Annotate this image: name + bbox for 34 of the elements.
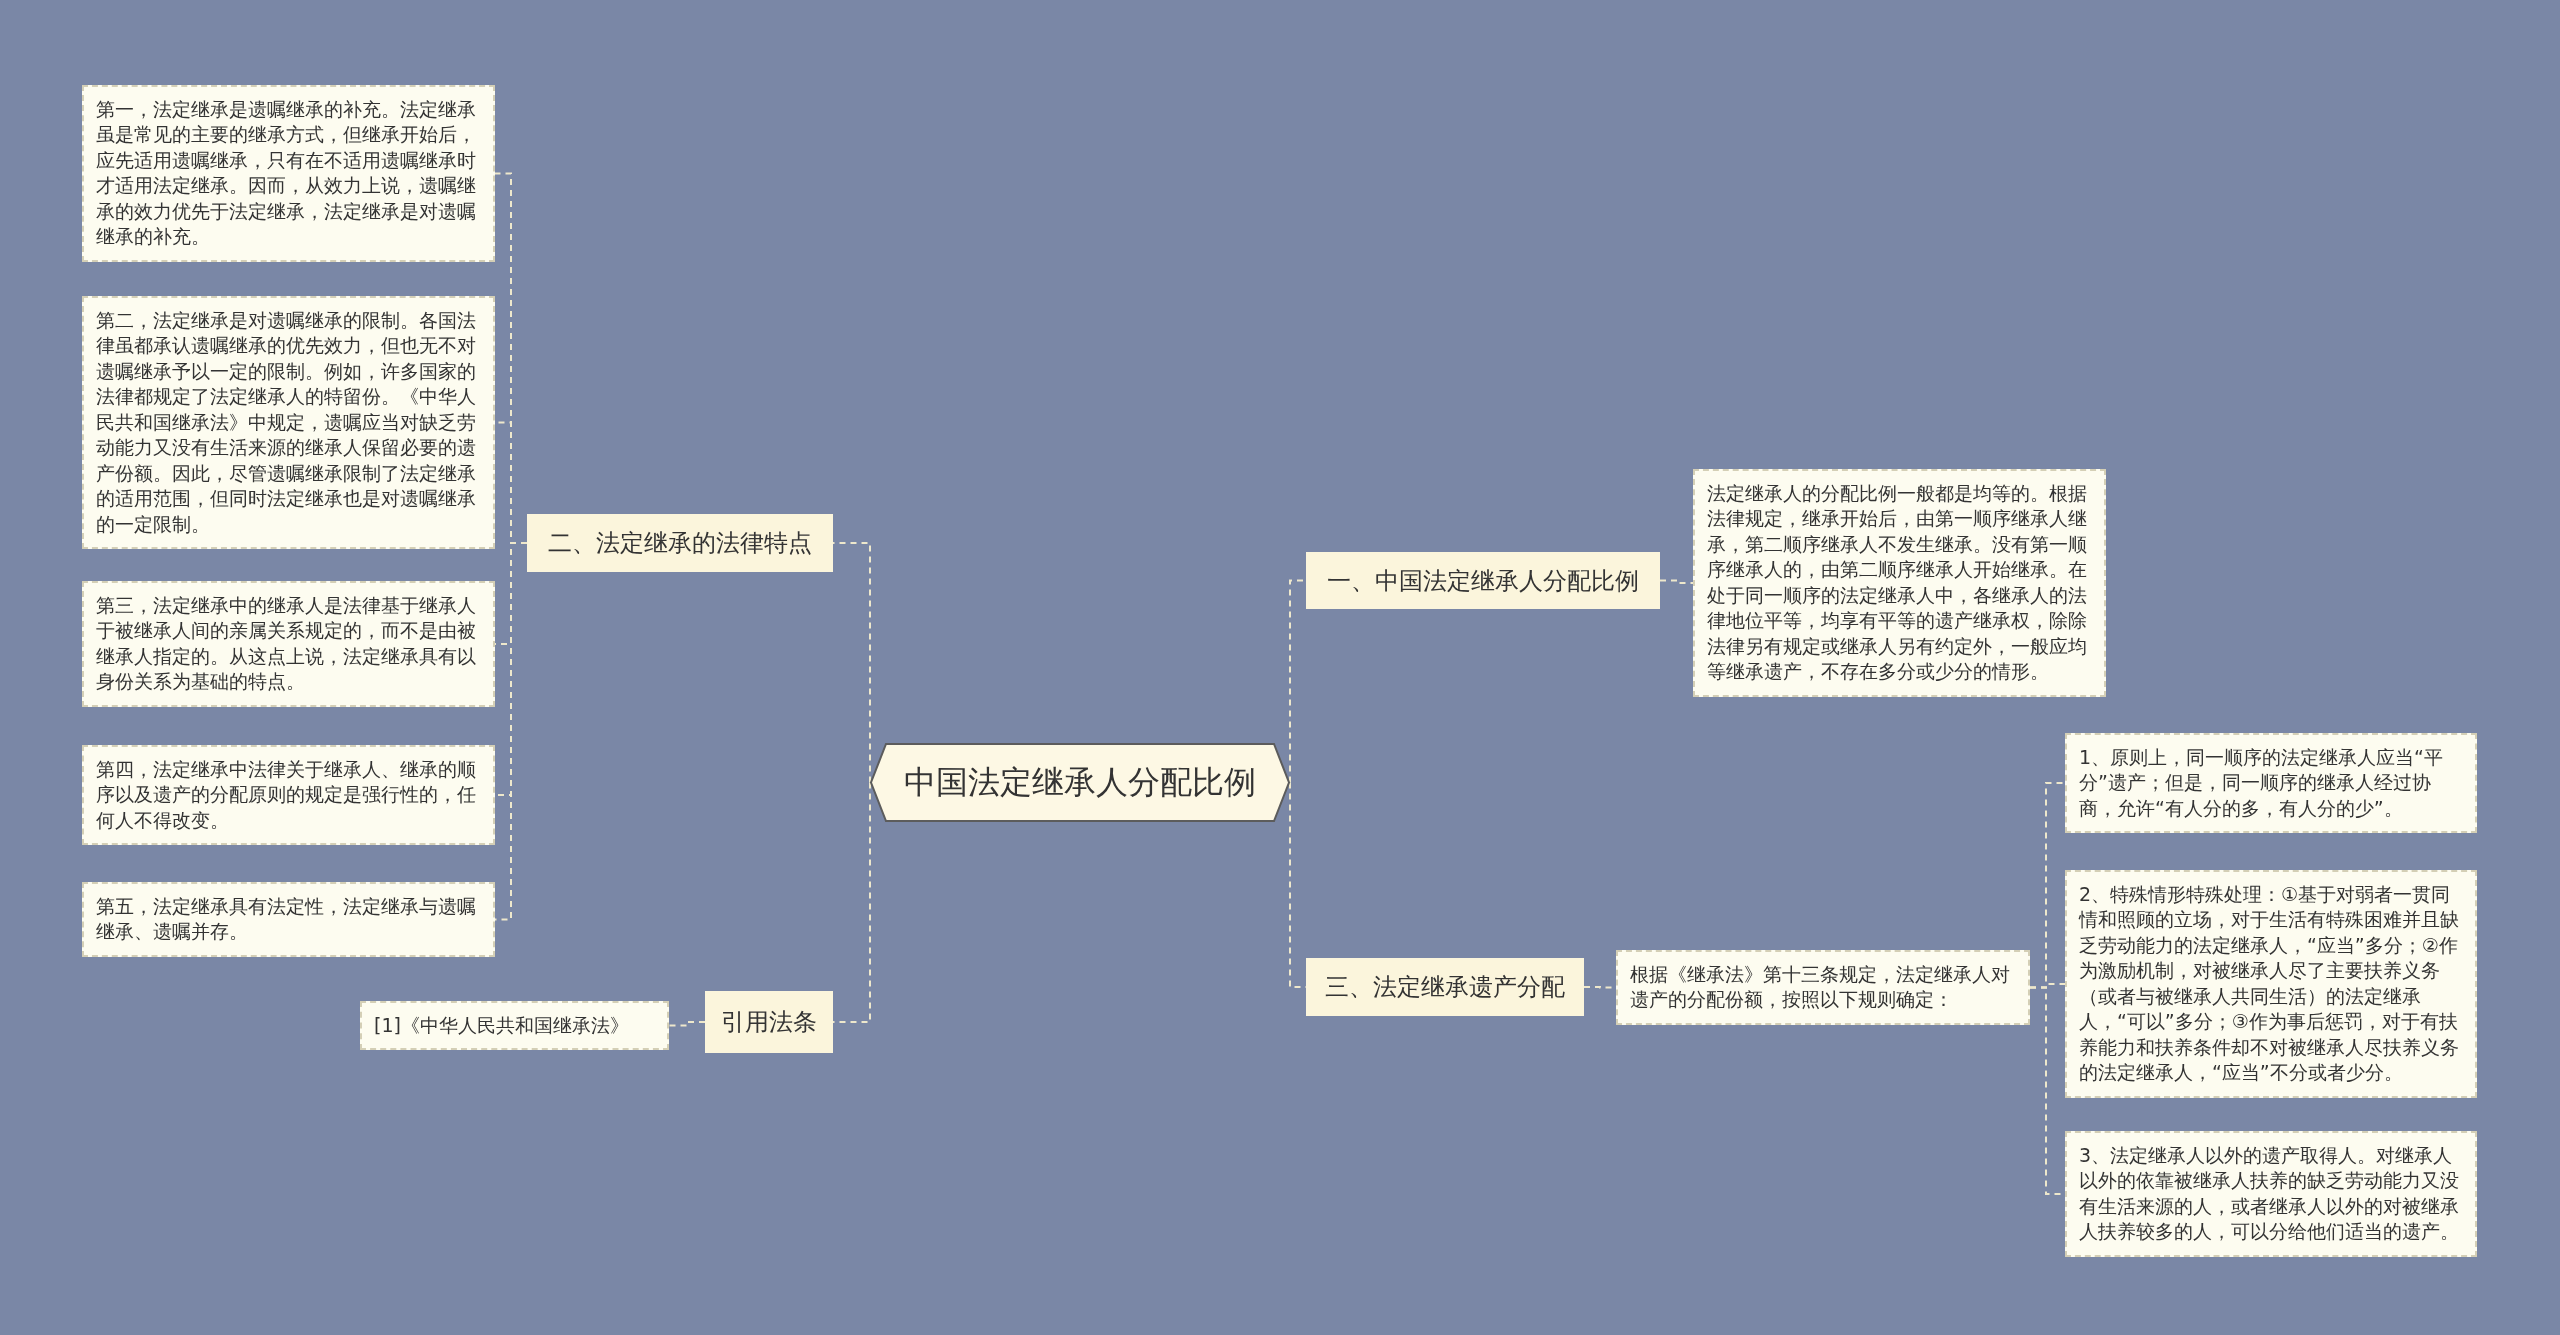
note-box — [2065, 1131, 2477, 1257]
note-text: 2、特殊情形特殊处理：①基于对弱者一贯同情和照顾的立场，对于生活有特殊困难并且缺乏劳动能力的法定继承人，“应当”多分；②作为激励机制，对被继承人尽了主要扶养义务（或者与被继承人共同生活）的法定继承人，“可以”多分；③作为事后惩罚，对于有扶养能力和扶养条件却不对被继承人尽扶养义务的法定继承人，“应当”不分或者少分。 — [2079, 882, 2460, 1086]
topic-text: 一、中国法定继承人分配比例 — [1327, 565, 1639, 597]
note-text: 第二，法定继承是对遗嘱继承的限制。各国法律虽都承认遗嘱继承的优先效力，但也无不对遗嘱继承予以一定的限制。例如，许多国家的法律都规定了法定继承人的特留份。《中华人民共和国继承法》中规定，遗嘱应当对缺乏劳动能力又没有生活来源的继承人保留必要的遗产份额。因此，尽管遗嘱继承限制了法定继承的适用范围，但同时法定继承也是对遗嘱继承的一定限制。 — [96, 308, 477, 537]
note-box — [82, 581, 495, 707]
topic-box — [1306, 552, 1660, 609]
note-box — [360, 1001, 669, 1051]
topic-text: 三、法定继承遗产分配 — [1325, 972, 1565, 1003]
central-topic-hexagon — [870, 743, 1290, 822]
topic-box — [1306, 958, 1584, 1016]
note-text: 第五，法定继承具有法定性，法定继承与遗嘱继承、遗嘱并存。 — [96, 894, 477, 945]
topic-text: 引用法条 — [721, 1007, 817, 1038]
note-text: 1、原则上，同一顺序的法定继承人应当“平分”遗产；但是，同一顺序的继承人经过协商，允许“有人分的多，有人分的少”。 — [2079, 745, 2444, 821]
topic-text: 二、法定继承的法律特点 — [548, 528, 812, 559]
connector-line — [668, 1021, 706, 1027]
note-text: 根据《继承法》第十三条规定，法定继承人对遗产的分配份额，按照以下规则确定： — [1630, 962, 2011, 1013]
note-box — [1693, 469, 2106, 697]
note-box — [2065, 870, 2477, 1098]
note-text: 法定继承人的分配比例一般都是均等的。根据法律规定，继承开始后，由第一顺序继承人继承，第二顺序继承人不发生继承。没有第一顺序继承人的，由第二顺序继承人开始继承。在处于同一顺序的法定继承人中，各继承人的法律地位平等，均享有平等的遗产继承权，除除法律另有规定或继承人另有约定外，一般应均等继承遗产，不存在多分或少分的情形。 — [1707, 481, 2088, 685]
note-box — [2065, 733, 2477, 834]
note-text: [1]《中华人民共和国继承法》 — [374, 1013, 629, 1038]
note-text: 第三，法定继承中的继承人是法律基于继承人于被继承人间的亲属关系规定的，而不是由被继承人指定的。从这点上说，法定继承具有以身份关系为基础的特点。 — [96, 593, 477, 695]
note-text: 3、法定继承人以外的遗产取得人。对继承人以外的依靠被继承人扶养的缺乏劳动能力又没有生活来源的人，或者继承人以外的对被继承人扶养较多的人，可以分给他们适当的遗产。 — [2079, 1143, 2460, 1245]
note-box — [1616, 950, 2030, 1025]
note-box — [82, 745, 495, 846]
topic-text: 中国法定继承人分配比例 — [904, 761, 1256, 803]
topic-box — [527, 514, 833, 572]
note-box — [82, 85, 495, 262]
note-text: 第一，法定继承是遗嘱继承的补充。法定继承虽是常见的主要的继承方式，但继承开始后，应先适用遗嘱继承，只有在不适用遗嘱继承时才适用法定继承。因而，从效力上说，遗嘱继承的效力优先于法定继承，法定继承是对遗嘱继承的补充。 — [96, 97, 477, 250]
note-box — [82, 882, 495, 957]
note-text: 第四，法定继承中法律关于继承人、继承的顺序以及遗产的分配原则的规定是强行性的，任何人不得改变。 — [96, 757, 477, 833]
connector-line — [1659, 579, 1694, 584]
note-box — [82, 296, 495, 550]
topic-box — [705, 991, 833, 1053]
